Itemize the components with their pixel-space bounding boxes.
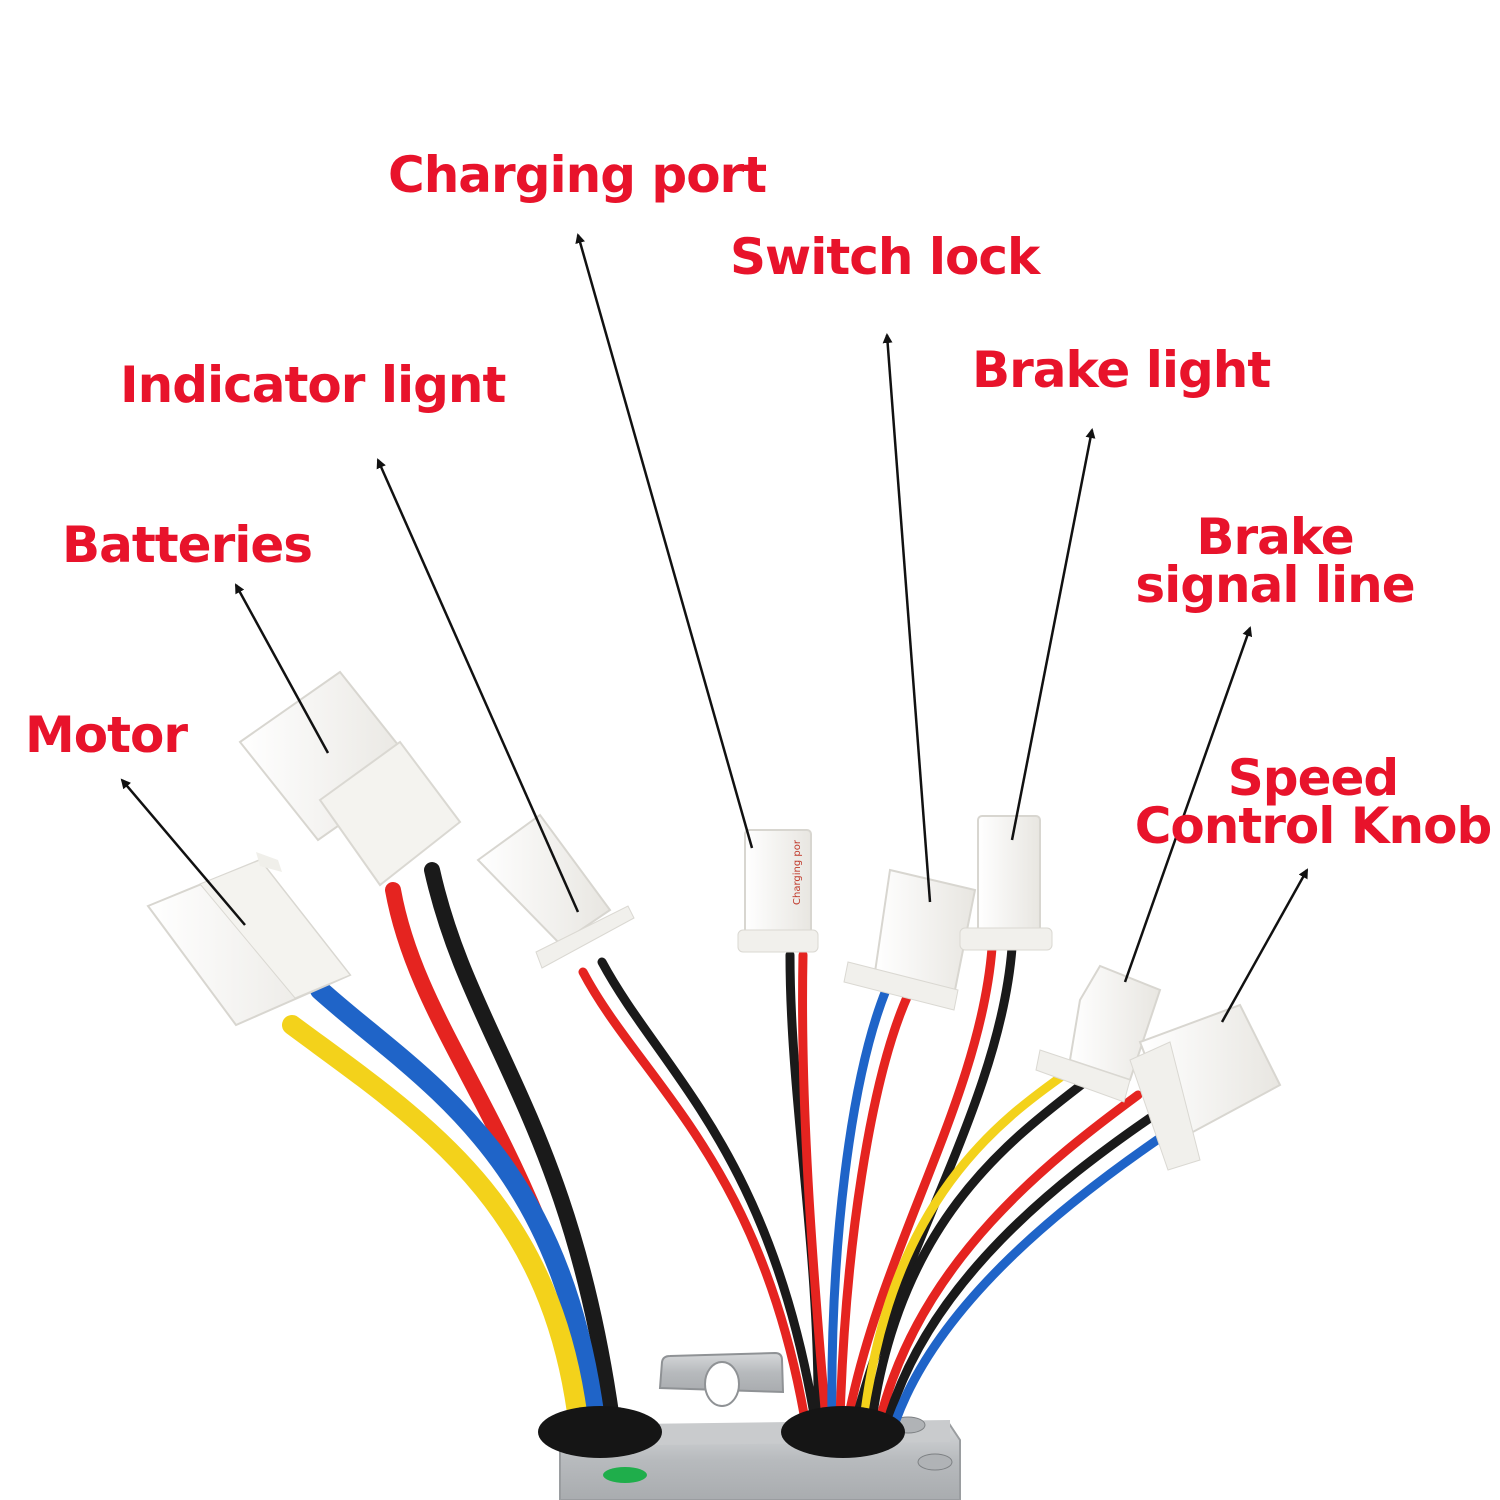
right-wire-bundle — [578, 943, 1165, 1425]
label-speed-control-knob-1: Speed — [1227, 749, 1399, 807]
label-charging-port: Charging port — [388, 146, 767, 204]
label-brake-signal-line-1: Brake — [1196, 508, 1354, 566]
connector-brake-signal-line — [1035, 964, 1162, 1103]
connector-brake-light — [959, 815, 1053, 951]
connector-batteries — [238, 670, 462, 887]
label-brake-signal-line-2: signal line — [1135, 556, 1415, 614]
label-batteries: Batteries — [62, 516, 313, 574]
arrow-indicator-light — [376, 458, 580, 913]
label-switch-lock: Switch lock — [730, 228, 1040, 286]
label-indicator-light: Indicator lignt — [120, 356, 506, 414]
arrow-switch-lock — [882, 333, 932, 903]
arrow-brake-light — [1010, 428, 1096, 841]
grommet-right — [781, 1406, 905, 1458]
arrow-brake-signal-line — [1123, 626, 1253, 983]
connector-speed-control-knob — [1129, 1003, 1282, 1171]
label-brake-signal-line: Brake signal line — [1135, 508, 1415, 614]
arrow-batteries — [234, 583, 330, 754]
label-speed-control-knob: Speed Control Knob — [1128, 749, 1498, 855]
arrow-motor — [120, 778, 246, 926]
grommet-left — [538, 1406, 662, 1458]
screw — [917, 1453, 953, 1471]
callout-arrows — [120, 233, 1309, 1023]
connector-charging-port: Charging por — [737, 829, 819, 953]
quality-sticker — [603, 1467, 647, 1483]
label-motor: Motor — [25, 706, 188, 764]
connector-motor — [146, 852, 352, 1027]
mounting-hole — [704, 1361, 740, 1407]
connector-indicator-light — [476, 813, 635, 969]
label-brake-light: Brake light — [972, 341, 1271, 399]
connector-switch-lock — [843, 868, 977, 1011]
arrow-charging-port — [575, 233, 754, 849]
label-speed-control-knob-2: Control Knob — [1134, 797, 1493, 855]
arrow-speed-control-knob — [1220, 868, 1309, 1023]
left-wire-bundle — [282, 862, 620, 1430]
connector-print: Charging por — [792, 839, 803, 905]
